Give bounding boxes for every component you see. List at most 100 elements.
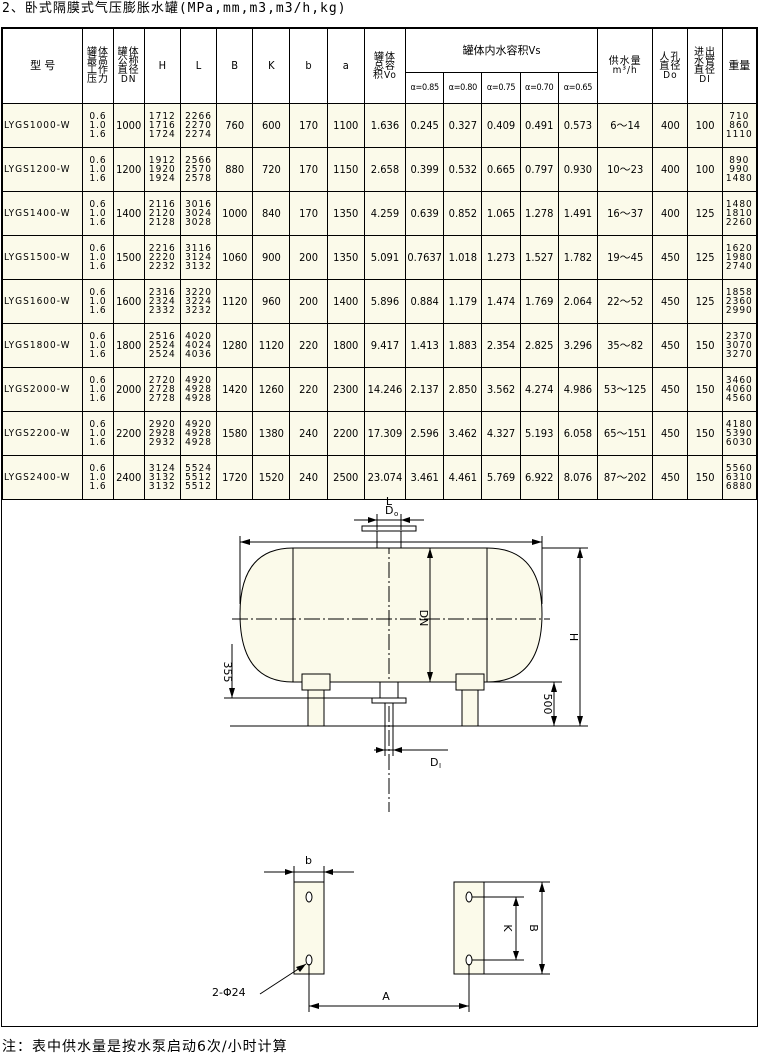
dim-label-DI-sub: I bbox=[439, 762, 441, 770]
cell-b: 170 bbox=[289, 147, 328, 192]
cell-model: LYGS1000-W bbox=[1, 103, 84, 148]
cell-K: 840 bbox=[252, 191, 291, 236]
stack-line: 3124 bbox=[185, 252, 212, 263]
cell-vs: 0.245 bbox=[405, 103, 445, 148]
cell-vs: 0.665 bbox=[481, 147, 521, 192]
stack-line: 1.6 bbox=[89, 481, 107, 492]
stack-line: 4928 bbox=[185, 428, 212, 439]
cell-pipe: 100 bbox=[687, 147, 723, 192]
cell-vs: 5.193 bbox=[519, 411, 559, 456]
cell-B: 1580 bbox=[216, 411, 254, 456]
header-line: 罐体 bbox=[87, 47, 109, 58]
stack-line: 0.6 bbox=[89, 155, 107, 166]
header-line: 直径 bbox=[659, 60, 682, 72]
cell-B: 1120 bbox=[216, 279, 254, 324]
stack-line: 1.0 bbox=[89, 340, 107, 351]
stack-line: 4024 bbox=[185, 340, 212, 351]
cell-K: 1120 bbox=[252, 323, 291, 368]
cell-vs: 1.278 bbox=[519, 191, 559, 236]
d500-arrow-top bbox=[551, 682, 557, 692]
cell-vs: 2.825 bbox=[519, 323, 559, 368]
header-line: 进出 bbox=[694, 47, 717, 58]
cell-supply: 16～37 bbox=[597, 191, 654, 236]
cell-manhole: 450 bbox=[652, 279, 689, 324]
cell-pipe: 150 bbox=[687, 323, 723, 368]
cell-vs: 1.273 bbox=[481, 235, 521, 280]
di-arrow-right bbox=[393, 747, 402, 753]
stack-line: 6030 bbox=[725, 437, 753, 448]
cell-a: 1350 bbox=[326, 191, 365, 236]
cell-vs: 0.852 bbox=[443, 191, 483, 236]
cell-supply: 53～125 bbox=[597, 367, 654, 412]
cell-a: 1100 bbox=[326, 103, 365, 148]
cell-vo: 5.896 bbox=[363, 279, 407, 324]
cell-K: 1380 bbox=[252, 411, 291, 456]
stack-line: 3124 bbox=[148, 463, 176, 474]
stack-line: 1.6 bbox=[89, 129, 107, 140]
cell-dn: 1400 bbox=[112, 191, 145, 236]
cell-K: 720 bbox=[252, 147, 291, 192]
cell-b: 220 bbox=[289, 323, 328, 368]
stack-line: 2274 bbox=[185, 129, 212, 140]
stack-line: 1110 bbox=[725, 129, 753, 140]
header-line: 供水量 bbox=[608, 56, 642, 67]
stack-line: 1.6 bbox=[89, 217, 107, 228]
cell-vs: 1.769 bbox=[519, 279, 559, 324]
cell-manhole: 450 bbox=[652, 455, 689, 500]
cell-model: LYGS1500-W bbox=[1, 235, 84, 280]
stack-line: 4920 bbox=[185, 375, 212, 386]
header-alpha-085: α=0.85 bbox=[405, 72, 445, 104]
do-arrow-left bbox=[368, 517, 377, 523]
header-vo: 罐体总容积Vo bbox=[363, 28, 407, 104]
stack-line: 4060 bbox=[725, 384, 753, 395]
cell-dn: 1600 bbox=[112, 279, 145, 324]
cell-vs: 0.639 bbox=[405, 191, 445, 236]
cell-a: 1400 bbox=[326, 279, 365, 324]
stack-line: 3460 bbox=[725, 375, 753, 386]
stack-line: 1480 bbox=[725, 173, 753, 184]
top-flange bbox=[361, 525, 417, 532]
cell-vo: 9.417 bbox=[363, 323, 407, 368]
stack-line: 2920 bbox=[148, 419, 176, 430]
cell-vs: 5.769 bbox=[481, 455, 521, 500]
cell-vs: 1.782 bbox=[557, 235, 599, 280]
stack-line: 3270 bbox=[725, 349, 753, 360]
bottom-nozzle bbox=[379, 681, 399, 699]
header-line: 压力 bbox=[87, 74, 109, 85]
stack-line: 1.6 bbox=[89, 437, 107, 448]
stack-line: 2370 bbox=[725, 331, 753, 342]
cell-B: 1420 bbox=[216, 367, 254, 412]
cell-supply: 19～45 bbox=[597, 235, 654, 280]
cell-vs: 1.883 bbox=[443, 323, 483, 368]
cell-supply: 22～52 bbox=[597, 279, 654, 324]
stack-line: 1.6 bbox=[89, 305, 107, 316]
cell-pipe: 150 bbox=[687, 411, 723, 456]
cell-vs: 1.413 bbox=[405, 323, 445, 368]
cell-vs: 1.474 bbox=[481, 279, 521, 324]
cell-a: 2500 bbox=[326, 455, 365, 500]
header-a: a bbox=[326, 28, 365, 104]
stack-line: 0.6 bbox=[89, 287, 107, 298]
cell-a: 2300 bbox=[326, 367, 365, 412]
cell-vo: 2.658 bbox=[363, 147, 407, 192]
cell-b: 240 bbox=[289, 411, 328, 456]
cell-vs: 3.461 bbox=[405, 455, 445, 500]
cell-manhole: 450 bbox=[652, 235, 689, 280]
dim-label-500: 500 bbox=[541, 694, 554, 715]
cell-pipe: 150 bbox=[687, 367, 723, 412]
header-line: 人孔 bbox=[659, 51, 682, 63]
header-weight: 重量 bbox=[721, 28, 758, 104]
b-arrow-right bbox=[324, 869, 333, 875]
header-model: 型 号 bbox=[1, 28, 84, 104]
stack-line: 4020 bbox=[185, 331, 212, 342]
